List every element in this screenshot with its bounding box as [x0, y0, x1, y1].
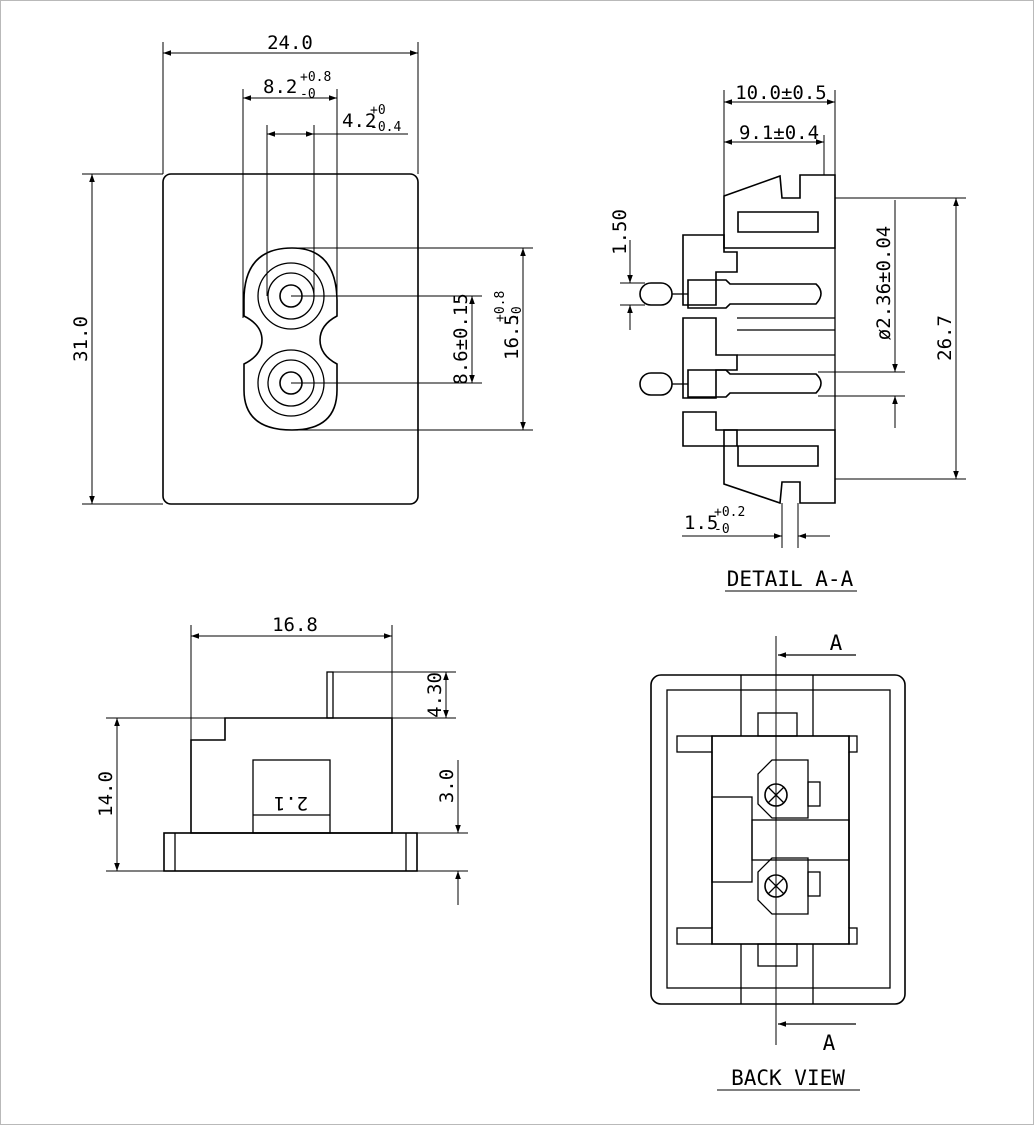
slot-width-tol-upper: +0.8	[300, 70, 331, 85]
side-gasket	[163, 832, 418, 872]
back-inner-outline	[666, 689, 891, 989]
pin-offset-tol-lower: -0.4	[370, 120, 401, 135]
section-label-bottom: A	[823, 1031, 836, 1055]
side-width-dim: 16.8	[272, 614, 318, 636]
solder-tab-upper	[639, 282, 673, 306]
front-width-dim: 24.0	[267, 32, 313, 54]
solder-tab-lower	[639, 372, 673, 396]
back-terminal-lower	[757, 857, 809, 915]
side-body	[190, 717, 393, 834]
detail-height-dim: 26.7	[934, 315, 956, 361]
pin-pitch-dim: 8.6±0.15	[450, 293, 472, 385]
front-height-dim: 31.0	[70, 316, 92, 362]
slot-width-dim: 8.2	[263, 76, 297, 98]
side-terminal-pin	[326, 671, 334, 719]
section-housing-lower	[723, 429, 836, 505]
pin-diameter-dim: ø2.36±0.04	[873, 226, 895, 340]
detail-depth-outer-dim: 10.0±0.5	[735, 82, 827, 104]
detail-depth-inner-dim: 9.1±0.4	[739, 122, 819, 144]
pin-offset-dim: 4.2	[342, 110, 376, 132]
section-housing-upper	[723, 174, 836, 249]
front-outline	[162, 173, 419, 505]
wall-tol-lower: -0	[714, 522, 730, 537]
front-view: 24.0 8.2 +0.8 -0 4.2 +0 -0.4 31.0 8.6±0.…	[70, 32, 533, 505]
side-marking: 2.1	[274, 792, 308, 814]
figure-eight-slot	[243, 247, 338, 431]
section-flange-middle	[682, 317, 738, 399]
terminal-thickness-dim: 1.50	[609, 209, 631, 255]
pin-offset-tol-upper: +0	[370, 103, 386, 118]
side-view: 2.1 16.8 4.30 14.0 3.0	[95, 614, 468, 905]
back-view: A A BACK VIEW	[650, 631, 906, 1091]
section-label-top: A	[830, 631, 843, 655]
slot-height-tol-lower: -0	[510, 306, 525, 322]
back-terminal-upper	[757, 759, 809, 819]
wall-thickness-dim: 1.5	[684, 512, 718, 534]
slot-height-tol-upper: +0.8	[493, 291, 508, 322]
slot-height-dim: 16.5	[501, 314, 523, 360]
slot-width-tol-lower: -0	[300, 87, 316, 102]
side-height-dim: 14.0	[95, 771, 117, 817]
back-center-body	[711, 735, 850, 945]
section-flange-upper	[682, 234, 738, 306]
back-view-title: BACK VIEW	[731, 1066, 845, 1090]
flange-dim: 3.0	[436, 769, 458, 803]
back-outer-outline	[650, 674, 906, 1005]
wall-tol-upper: +0.2	[714, 505, 745, 520]
detail-title: DETAIL A-A	[727, 567, 854, 591]
section-flange-lower	[682, 411, 738, 447]
section-pin-upper	[687, 279, 822, 309]
pin-height-dim: 4.30	[424, 672, 446, 718]
detail-section-view: 10.0±0.5 9.1±0.4 1.50 ø2.36±0.04 26.7 1.…	[609, 82, 966, 592]
section-pin-lower	[687, 369, 822, 398]
